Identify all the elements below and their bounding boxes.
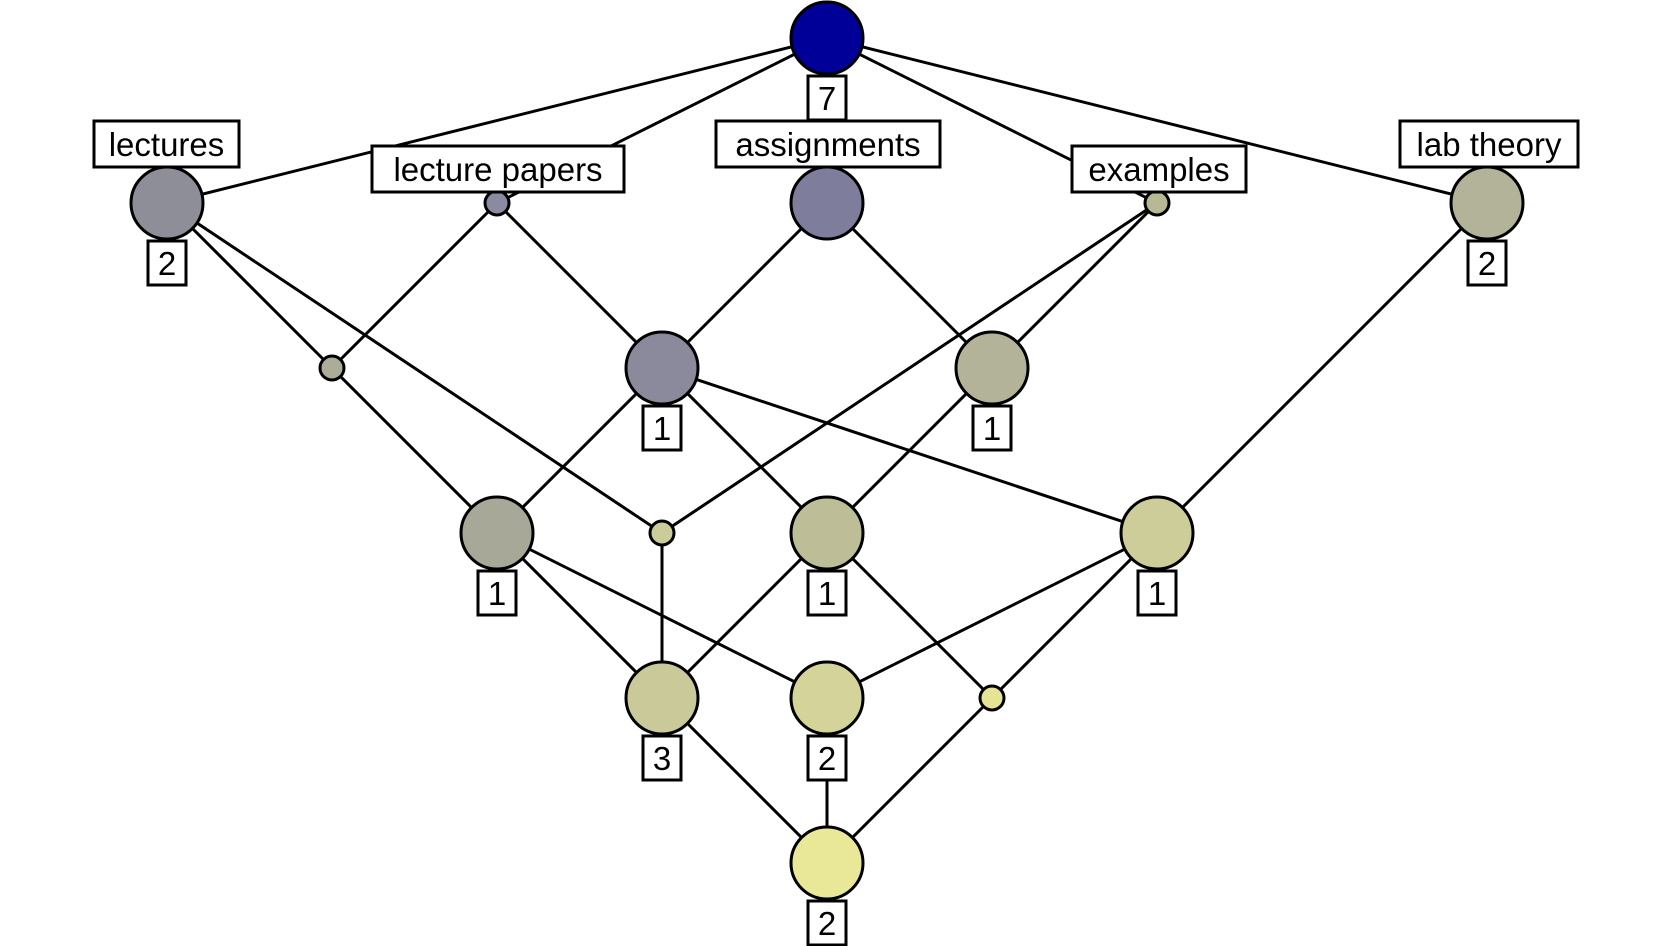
edge-lecture-papers-to-n-lp-assign: [495, 201, 664, 370]
object-count-box: [146, 239, 188, 287]
object-count-box: [1136, 569, 1178, 617]
object-count-lab-theory: 2: [1466, 239, 1508, 287]
concept-node-n-lect-lp[interactable]: [318, 354, 346, 382]
attribute-label-examples: examples: [1070, 144, 1248, 194]
object-count-n-row4-a: 3: [641, 734, 683, 782]
edge-n-row3-a-to-n-row4-a: [495, 531, 664, 700]
edge-n-lp-assign-to-n-row3-d: [661, 366, 1158, 535]
edge-lab-theory-to-n-row3-d: [1155, 201, 1489, 535]
object-count-box: [1466, 239, 1508, 287]
concept-node-n-row3-b[interactable]: [648, 519, 676, 547]
concept-node-bottom[interactable]: [789, 825, 865, 901]
attribute-label-text: examples: [1088, 151, 1229, 188]
object-count-box: [806, 734, 848, 782]
attribute-label-box: [714, 119, 942, 169]
edge-examples-to-n-row3-b: [661, 201, 1158, 535]
concept-node-n-row3-a[interactable]: [459, 495, 535, 571]
edge-n-row3-c-to-n-row4-c: [825, 531, 994, 700]
labels-layer: 7 2 2 1 1 1 1 1 3 2 2 lectures lecture papers assignm…: [92, 74, 1580, 946]
object-count-text: 2: [1478, 245, 1496, 282]
concept-node-n-row3-c[interactable]: [789, 495, 865, 571]
object-count-text: 1: [1148, 575, 1166, 612]
edge-lectures-to-n-row3-b: [166, 201, 663, 535]
object-count-bottom: 2: [806, 899, 848, 946]
edge-top-to-lab-theory: [826, 36, 1488, 205]
attribute-label-text: assignments: [735, 126, 920, 163]
concept-node-lectures[interactable]: [129, 165, 205, 241]
attribute-label-lab-theory: lab theory: [1398, 119, 1580, 169]
object-count-box: [806, 569, 848, 617]
object-count-text: 2: [818, 740, 836, 777]
concept-node-n-assign-ex[interactable]: [954, 330, 1030, 406]
object-count-box: [641, 734, 683, 782]
attribute-label-box: [1398, 119, 1580, 169]
edge-lecture-papers-to-n-lect-lp: [330, 201, 499, 370]
object-count-n-lp-assign: 1: [641, 404, 683, 452]
concept-node-lecture-papers[interactable]: [483, 189, 511, 217]
edge-n-row3-a-to-n-row4-b: [496, 531, 828, 700]
object-count-box: [641, 404, 683, 452]
attribute-label-assignments: assignments: [714, 119, 942, 169]
object-count-text: 1: [653, 410, 671, 447]
attribute-label-lectures: lectures: [92, 119, 241, 169]
concept-node-top[interactable]: [789, 0, 865, 76]
concept-node-examples[interactable]: [1143, 189, 1171, 217]
edge-top-to-lectures: [166, 36, 828, 205]
object-count-n-row4-b: 2: [806, 734, 848, 782]
object-count-n-row3-a: 1: [476, 569, 518, 617]
object-count-text: 7: [818, 80, 836, 117]
object-count-text: 2: [158, 245, 176, 282]
edge-assignments-to-n-assign-ex: [825, 201, 994, 370]
concept-node-assignments[interactable]: [789, 165, 865, 241]
attribute-label-box: [1070, 144, 1248, 194]
object-count-n-assign-ex: 1: [971, 404, 1013, 452]
attribute-label-box: [370, 144, 626, 194]
concept-node-n-lp-assign[interactable]: [624, 330, 700, 406]
object-count-n-row3-d: 1: [1136, 569, 1178, 617]
object-count-text: 2: [818, 905, 836, 942]
attribute-label-text: lectures: [109, 126, 225, 163]
edge-assignments-to-n-lp-assign: [660, 201, 829, 370]
object-count-text: 1: [818, 575, 836, 612]
concept-node-lab-theory[interactable]: [1449, 165, 1525, 241]
object-count-text: 3: [653, 740, 671, 777]
edges-layer: [165, 36, 1489, 865]
concept-node-n-row4-a[interactable]: [624, 660, 700, 736]
concept-node-n-row3-d[interactable]: [1119, 495, 1195, 571]
object-count-n-row3-c: 1: [806, 569, 848, 617]
attribute-label-text: lab theory: [1417, 126, 1562, 163]
nodes-layer: [129, 0, 1525, 901]
edge-n-row4-a-to-bottom: [660, 696, 829, 865]
edge-n-lp-assign-to-n-row3-a: [495, 366, 664, 535]
edge-examples-to-n-assign-ex: [990, 201, 1159, 370]
object-count-box: [971, 404, 1013, 452]
edge-n-row4-c-to-bottom: [825, 696, 994, 865]
attribute-label-box: [92, 119, 241, 169]
concept-node-n-row4-c[interactable]: [978, 684, 1006, 712]
concept-node-n-row4-b[interactable]: [789, 660, 865, 736]
attribute-label-lecture-papers: lecture papers: [370, 144, 626, 194]
edge-n-row3-c-to-n-row4-a: [660, 531, 829, 700]
edge-n-row3-d-to-n-row4-b: [826, 531, 1158, 700]
object-count-top: 7: [806, 74, 848, 122]
edge-lectures-to-n-lect-lp: [165, 201, 334, 370]
object-count-text: 1: [488, 575, 506, 612]
object-count-lectures: 2: [146, 239, 188, 287]
edge-n-lect-lp-to-n-row3-a: [330, 366, 499, 535]
object-count-text: 1: [983, 410, 1001, 447]
attribute-label-text: lecture papers: [393, 151, 602, 188]
edge-n-row3-d-to-n-row4-c: [990, 531, 1159, 700]
object-count-box: [806, 899, 848, 946]
object-count-box: [476, 569, 518, 617]
edge-n-lp-assign-to-n-row3-c: [660, 366, 829, 535]
